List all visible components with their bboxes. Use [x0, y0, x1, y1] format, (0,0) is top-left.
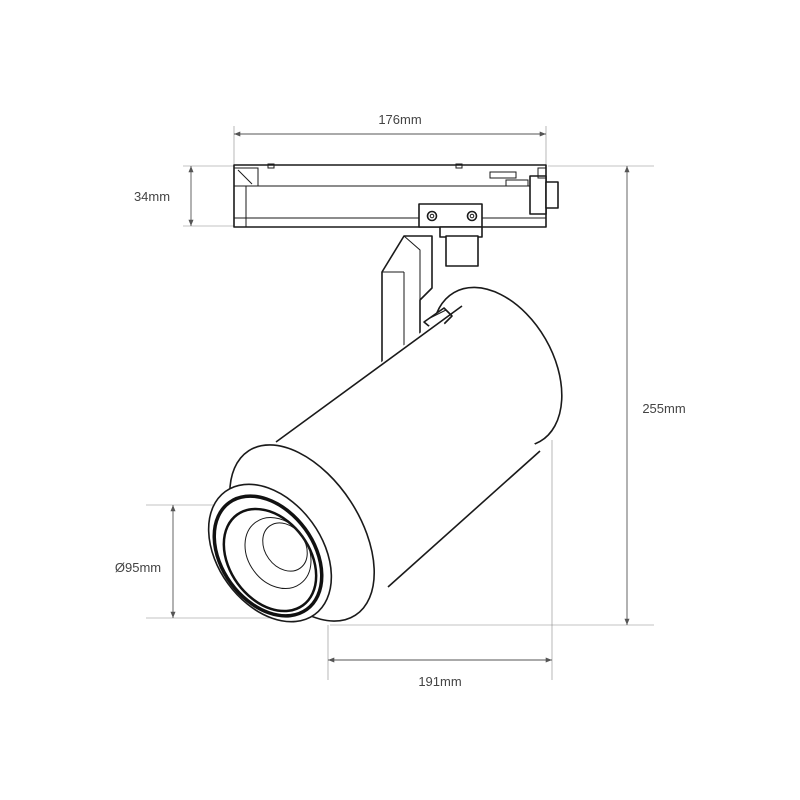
dimension-total-height: 255mm — [330, 165, 686, 626]
dimension-track-height: 34mm — [134, 165, 236, 227]
spot-body — [207, 286, 563, 623]
track-adapter — [233, 163, 559, 238]
dimension-body-length: 191mm — [327, 440, 553, 689]
dimension-lens-diameter: Ø95mm — [115, 504, 292, 619]
total-height-label: 255mm — [642, 401, 685, 416]
lens-diameter-label: Ø95mm — [115, 560, 161, 575]
dimension-track-width: 176mm — [233, 112, 547, 165]
track-width-label: 176mm — [378, 112, 421, 127]
track-height-label: 34mm — [134, 189, 170, 204]
body-length-label: 191mm — [418, 674, 461, 689]
